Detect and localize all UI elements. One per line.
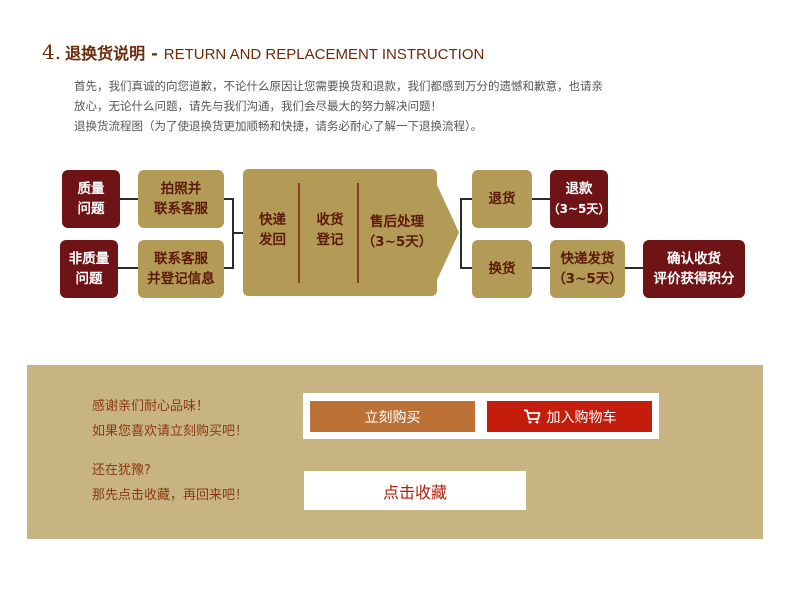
non-quality-issue-line-2: 问题 [75, 271, 103, 287]
connector-to-return [460, 198, 472, 200]
connector-quality-to-photo [120, 198, 138, 200]
heading-title-en: RETURN AND REPLACEMENT INSTRUCTION [163, 46, 485, 63]
exchange-label: 换货 [488, 261, 516, 277]
purchase-panel [27, 365, 763, 539]
hesitate-line-2: 那先点击收藏，再回来吧！ [92, 488, 249, 503]
add-to-cart-label: 加入购物车 [546, 409, 617, 426]
hesitate-line-1: 还在犹豫? [92, 463, 151, 478]
contact-register-line-1: 联系客服 [154, 251, 208, 267]
express-ship-box: 快递发货 （3~5天） [550, 240, 625, 298]
quality-issue-box: 质量 问题 [62, 170, 120, 228]
express-return-line-2: 发回 [259, 232, 286, 248]
connector-to-process [232, 232, 243, 234]
thanks-line-1: 感谢亲们耐心品味！ [92, 399, 210, 414]
refund-line-2: （3~5天） [547, 202, 611, 216]
return-goods-label: 退货 [488, 191, 516, 207]
thanks-line-2: 如果您喜欢请立刻购买吧！ [92, 424, 249, 439]
heading-number: 4. [42, 40, 62, 64]
after-sales-step: 售后处理 （3~5天） [360, 190, 434, 274]
add-to-cart-button[interactable]: 加入购物车 [487, 401, 652, 432]
shopping-cart-icon [523, 409, 540, 424]
connector-photo-out [224, 198, 234, 200]
process-box [243, 169, 459, 296]
confirm-receipt-box: 确认收货 评价获得积分 [643, 240, 745, 298]
contact-register-line-2: 并登记信息 [147, 271, 215, 287]
photo-contact-box: 拍照并 联系客服 [138, 170, 224, 228]
quality-issue-line-1: 质量 [77, 181, 105, 197]
refund-box: 退款 （3~5天） [547, 170, 611, 228]
non-quality-issue-line-1: 非质量 [68, 251, 110, 267]
confirm-receipt-line-2: 评价获得积分 [653, 271, 735, 287]
heading-dash: - [151, 44, 158, 63]
express-ship-line-1: 快递发货 [560, 251, 615, 267]
heading-title-cn: 退换货说明 [65, 44, 146, 63]
favorite-button[interactable]: 点击收藏 [304, 471, 526, 510]
intro-line-3: 退换货流程图（为了使退换货更加顺畅和快捷，请务必耐心了解一下退换流程）。 [74, 119, 483, 133]
contact-register-box: 联系客服 并登记信息 [138, 240, 224, 298]
refund-line-1: 退款 [565, 181, 593, 197]
after-sales-line-1: 售后处理 [370, 214, 424, 230]
section-heading: 4.退换货说明-RETURN AND REPLACEMENT INSTRUCTI… [42, 40, 484, 64]
express-return-step: 快递 发回 [246, 190, 299, 270]
connector-nonquality-to-contact [118, 267, 138, 269]
express-ship-line-2: （3~5天） [552, 271, 623, 287]
hesitate-text: 还在犹豫? 那先点击收藏，再回来吧！ [92, 458, 248, 508]
receive-register-step: 收货 登记 [302, 190, 358, 270]
receive-register-line-1: 收货 [316, 212, 344, 228]
connector-return-to-refund [532, 198, 550, 200]
photo-contact-line-1: 拍照并 [160, 181, 202, 197]
connector-to-exchange [460, 267, 472, 269]
quality-issue-line-2: 问题 [77, 201, 105, 217]
buy-now-label: 立刻购买 [364, 409, 421, 426]
non-quality-issue-box: 非质量 问题 [60, 240, 118, 298]
confirm-receipt-line-1: 确认收货 [667, 251, 721, 267]
exchange-box: 换货 [472, 240, 532, 298]
connector-ship-to-confirm [625, 267, 643, 269]
connector-exchange-to-ship [532, 267, 550, 269]
intro-text: 首先，我们真诚的向您道歉，不论什么原因让您需要换货和退款，我们都感到万分的遗憾和… [74, 76, 674, 136]
thanks-text: 感谢亲们耐心品味！ 如果您喜欢请立刻购买吧！ [92, 394, 248, 444]
buy-now-button[interactable]: 立刻购买 [310, 401, 475, 432]
intro-line-1: 首先，我们真诚的向您道歉，不论什么原因让您需要换货和退款，我们都感到万分的遗憾和… [74, 79, 603, 93]
photo-contact-line-2: 联系客服 [154, 201, 208, 217]
connector-right-bracket [460, 198, 462, 269]
after-sales-line-2: （3~5天） [361, 234, 433, 250]
return-flow-diagram: 质量 问题 非质量 问题 拍照并 联系客服 联系客服 并登记信息 快递 发回 收… [60, 169, 745, 298]
return-goods-box: 退货 [472, 170, 532, 228]
receive-register-line-2: 登记 [316, 232, 344, 248]
favorite-label: 点击收藏 [382, 482, 447, 502]
express-return-line-1: 快递 [259, 212, 286, 228]
intro-line-2: 放心，无论什么问题，请先与我们沟通，我们会尽最大的努力解决问题！ [74, 99, 442, 113]
connector-contact-out [224, 267, 234, 269]
